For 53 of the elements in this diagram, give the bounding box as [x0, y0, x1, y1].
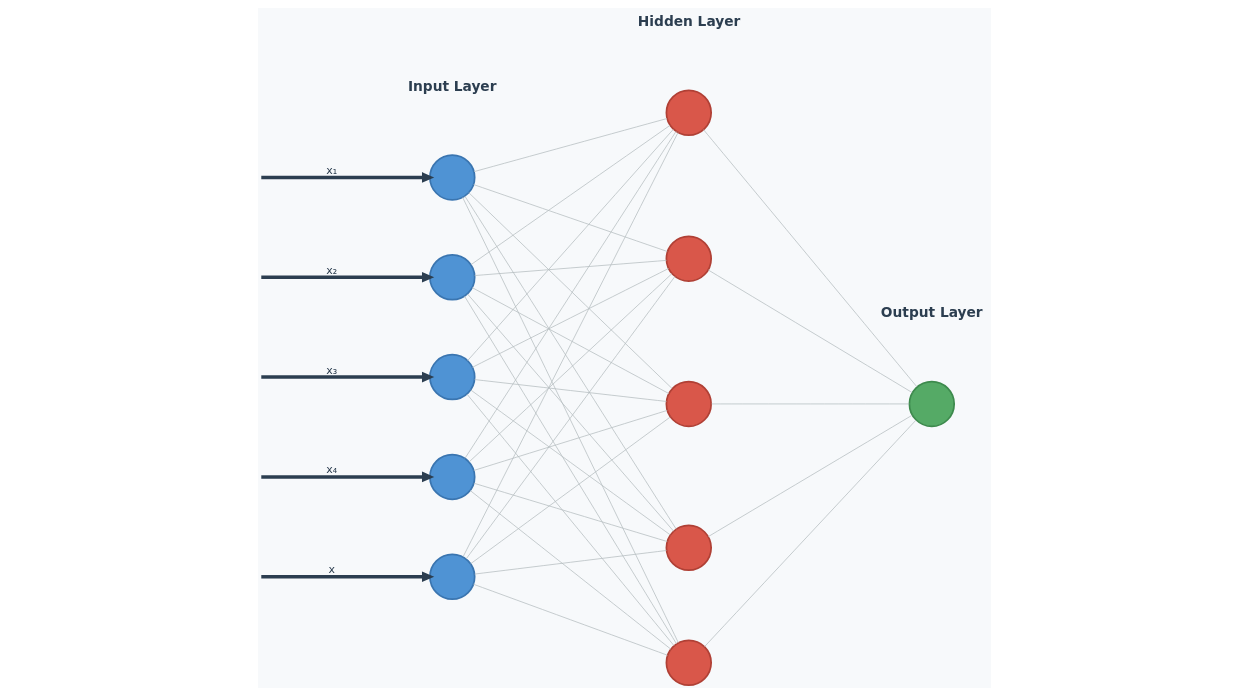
connector [473, 260, 667, 276]
arrow [260, 172, 434, 183]
connector [469, 416, 671, 565]
connector [467, 192, 672, 389]
arrow [260, 271, 434, 283]
connector [469, 389, 671, 536]
connector [472, 184, 668, 252]
connector [703, 419, 916, 647]
connector [463, 295, 677, 645]
connector [466, 393, 674, 647]
node-circle [665, 524, 712, 572]
connector [466, 128, 674, 361]
connector [461, 197, 679, 644]
edge-label: x₄ [325, 463, 337, 477]
connector [473, 379, 667, 402]
edge-label: x₂ [325, 263, 337, 277]
node-circle [908, 380, 955, 428]
connector [707, 414, 913, 538]
label: Output Layer [880, 304, 983, 321]
connector [707, 269, 913, 393]
connector [469, 490, 671, 650]
connector [464, 130, 676, 459]
connector [472, 482, 668, 542]
label: Input Layer [407, 77, 496, 94]
edge-label: x [328, 563, 335, 577]
connector [473, 550, 667, 575]
node-circle [665, 639, 712, 687]
connector [472, 583, 668, 656]
edge-label: x₃ [325, 363, 337, 377]
connector [470, 125, 670, 265]
node-circle [665, 380, 712, 428]
arrow [260, 371, 434, 383]
edge-label: x₁ [325, 163, 337, 177]
connector [702, 129, 917, 388]
connector [462, 132, 678, 558]
arrow [260, 571, 434, 583]
node-circle [665, 235, 712, 282]
label: Hidden Layer [637, 12, 740, 29]
node-circle [428, 553, 476, 600]
connector [472, 410, 668, 471]
node-circle [428, 254, 476, 301]
connector [465, 276, 675, 560]
connector [463, 195, 677, 530]
node-circle [428, 154, 476, 201]
node-circle [665, 89, 712, 136]
node-circle [428, 453, 476, 501]
connector [468, 273, 672, 463]
connector [473, 118, 667, 172]
node-circle [428, 353, 476, 401]
connector [471, 268, 669, 368]
connector [466, 293, 674, 532]
arrow [260, 471, 434, 483]
connector [471, 287, 669, 394]
